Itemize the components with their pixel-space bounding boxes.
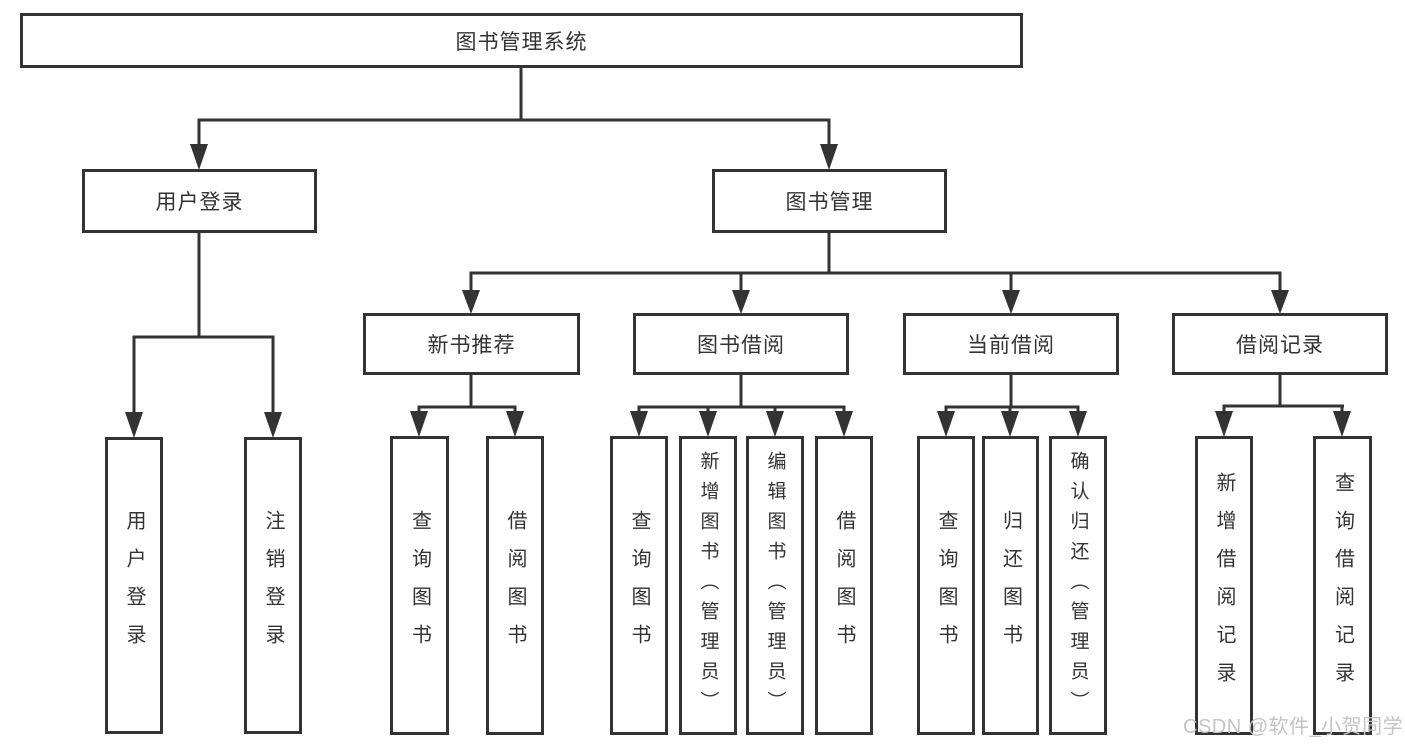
node-book-borrow: 图书借阅 bbox=[633, 313, 849, 375]
leaf-user-login-label: 用户登录 bbox=[123, 509, 145, 662]
leaf-recommend-query-books: 查询图书 bbox=[390, 436, 449, 735]
leaf-current-query-books: 查询图书 bbox=[917, 436, 975, 735]
leaf-borrow-add-books: 新增图书（管理员） bbox=[679, 436, 737, 735]
node-user-login: 用户登录 bbox=[82, 169, 317, 233]
leaf-logout-label: 注销登录 bbox=[262, 509, 284, 662]
node-borrow-records-label: 借阅记录 bbox=[1236, 334, 1324, 357]
leaf-records-add-record: 新增借阅记录 bbox=[1195, 436, 1253, 735]
leaf-recommend-query-books-label: 查询图书 bbox=[408, 509, 431, 662]
leaf-logout: 注销登录 bbox=[244, 437, 302, 734]
leaf-current-confirm-return: 确认归还（管理员） bbox=[1049, 436, 1107, 735]
leaf-records-add-record-label: 新增借阅记录 bbox=[1213, 471, 1235, 700]
leaf-borrow-edit-books-label: 编辑图书（管理员） bbox=[764, 450, 786, 721]
leaf-records-query-record-label: 查询借阅记录 bbox=[1331, 471, 1354, 700]
node-book-management-label: 图书管理 bbox=[785, 191, 874, 214]
leaf-recommend-borrow-books: 借阅图书 bbox=[486, 436, 544, 735]
node-book-borrow-label: 图书借阅 bbox=[697, 334, 785, 357]
leaf-borrow-borrow-books: 借阅图书 bbox=[815, 436, 873, 735]
leaf-borrow-query-books-label: 查询图书 bbox=[628, 509, 650, 662]
leaf-recommend-borrow-books-label: 借阅图书 bbox=[504, 509, 526, 662]
node-borrow-records: 借阅记录 bbox=[1172, 313, 1388, 375]
leaf-user-login: 用户登录 bbox=[105, 437, 163, 734]
node-new-book-recommend: 新书推荐 bbox=[363, 313, 580, 375]
root-node: 图书管理系统 bbox=[20, 13, 1023, 68]
node-user-login-label: 用户登录 bbox=[155, 191, 244, 214]
node-book-management: 图书管理 bbox=[712, 169, 947, 233]
leaf-current-return-books-label: 归还图书 bbox=[999, 509, 1022, 662]
node-new-book-recommend-label: 新书推荐 bbox=[427, 334, 516, 357]
leaf-current-query-books-label: 查询图书 bbox=[935, 509, 957, 662]
root-node-label: 图书管理系统 bbox=[455, 30, 588, 54]
leaf-records-query-record: 查询借阅记录 bbox=[1313, 436, 1372, 735]
node-current-borrow-label: 当前借阅 bbox=[967, 334, 1055, 357]
leaf-borrow-edit-books: 编辑图书（管理员） bbox=[746, 436, 804, 735]
leaf-current-return-books: 归还图书 bbox=[982, 436, 1039, 735]
leaf-borrow-query-books: 查询图书 bbox=[610, 436, 668, 735]
watermark: CSDN @软件_小贺同学 bbox=[1183, 716, 1404, 738]
leaf-borrow-borrow-books-label: 借阅图书 bbox=[833, 509, 855, 662]
leaf-current-confirm-return-label: 确认归还（管理员） bbox=[1067, 450, 1089, 721]
node-current-borrow: 当前借阅 bbox=[903, 313, 1119, 375]
leaf-borrow-add-books-label: 新增图书（管理员） bbox=[697, 450, 719, 721]
